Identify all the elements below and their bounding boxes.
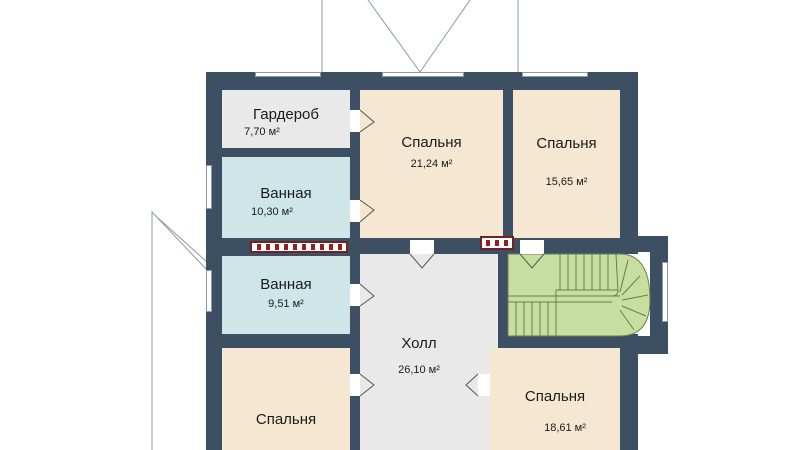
label-wardrobe-area: 7,70 м²: [244, 126, 280, 138]
window-left-2: [206, 270, 212, 312]
window-stair-right: [662, 262, 668, 322]
wall-outer-right-upper: [620, 72, 638, 242]
label-hall-area: 26,10 м²: [398, 364, 440, 376]
door-gap-bath1: [350, 200, 360, 222]
room-bedroom-18: [490, 348, 620, 450]
door-gap-bath2: [350, 284, 360, 306]
label-bedroom21-name: Спальня: [401, 134, 462, 151]
label-bath9-name: Ванная: [260, 276, 312, 293]
door-gap-wardrobe: [350, 110, 360, 132]
chimney-right: [480, 236, 514, 250]
room-bath-10: [222, 157, 350, 238]
label-bedroom15-name: Спальня: [536, 135, 597, 152]
room-bath-9: [222, 256, 350, 334]
room-bedroom-21: [360, 90, 503, 238]
wall-bath2-bottom: [206, 334, 358, 348]
door-gap-hall-bedroom21: [410, 240, 434, 254]
label-bedroom18-name: Спальня: [524, 388, 586, 405]
chimney-left: [250, 241, 348, 253]
room-bedroom-bottom-left: [222, 348, 350, 450]
window-top-1: [255, 72, 321, 77]
room-bedroom-15: [513, 90, 620, 238]
label-bedroom-left-name: Спальня: [255, 411, 317, 428]
room-wardrobe: [222, 90, 350, 148]
door-gap-hall-bedroom15: [520, 240, 544, 254]
window-top-3: [522, 72, 588, 77]
label-bedroom18-area: 18,61 м²: [544, 422, 586, 434]
label-wardrobe-name: Гардероб: [253, 106, 319, 123]
label-bath10-area: 10,30 м²: [251, 206, 293, 218]
label-bath9-area: 9,51 м²: [268, 298, 304, 310]
window-left-1: [206, 165, 212, 209]
wall-divider-bedrooms: [503, 72, 513, 250]
window-top-2: [382, 72, 464, 77]
door-gap-bedroom-left: [350, 374, 360, 396]
wall-stair-left: [498, 250, 508, 334]
room-hall: [360, 254, 498, 450]
label-hall-name: Холл: [401, 335, 437, 352]
label-bedroom15-area: 15,65 м²: [545, 176, 588, 188]
wall-wardrobe-bottom: [206, 148, 358, 157]
wall-bedroom3-top: [478, 334, 638, 348]
door-gap-bedroom18: [478, 374, 490, 396]
label-bedroom21-area: 21,24 м²: [410, 158, 453, 170]
wall-divider-left-column: [350, 72, 360, 450]
wall-outer-right-lower: [620, 336, 638, 450]
label-bath10-name: Ванная: [260, 185, 312, 202]
